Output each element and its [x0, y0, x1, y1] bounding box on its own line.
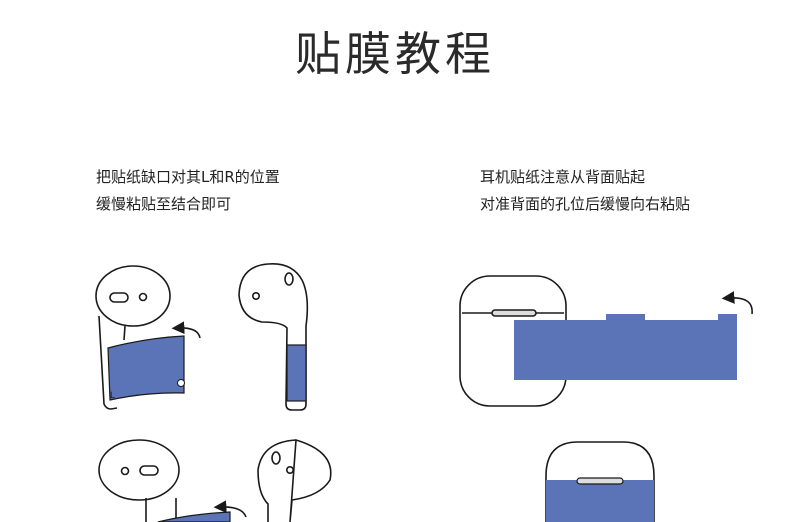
- case-hinge-slot: [576, 477, 624, 485]
- earbud-front-left-2: [98, 439, 180, 522]
- page-title: 贴膜教程: [295, 27, 495, 81]
- sticker-strip-side-earbud: [286, 344, 307, 402]
- sticker-strip-case: [514, 314, 737, 380]
- earbud-l-mark: L: [110, 390, 115, 400]
- step-1-line-1: 把贴纸缺口对其L和R的位置: [96, 168, 280, 186]
- step-2-instruction: 耳机贴纸注意从背面贴起 对准背面的孔位后缓慢向右粘贴: [480, 164, 690, 218]
- sticker-strip-left-earbud-2: [157, 511, 231, 522]
- step-1-line-2: 缓慢粘贴至结合即可: [96, 195, 232, 213]
- curved-arrow-icon: [213, 500, 247, 518]
- step-2-line-1: 耳机贴纸注意从背面贴起: [480, 168, 646, 186]
- sticker-strip-left-earbud: [107, 335, 185, 401]
- sticker-strip-case-2: [546, 480, 654, 522]
- curved-arrow-icon: [171, 321, 201, 339]
- sticker-notch: [177, 379, 185, 387]
- step-1-instruction: 把贴纸缺口对其L和R的位置 缓慢粘贴至结合即可: [96, 164, 280, 218]
- step-2-line-2: 对准背面的孔位后缓慢向右粘贴: [480, 195, 691, 213]
- curved-arrow-icon: [721, 291, 753, 315]
- earbud-side-2: [257, 438, 332, 522]
